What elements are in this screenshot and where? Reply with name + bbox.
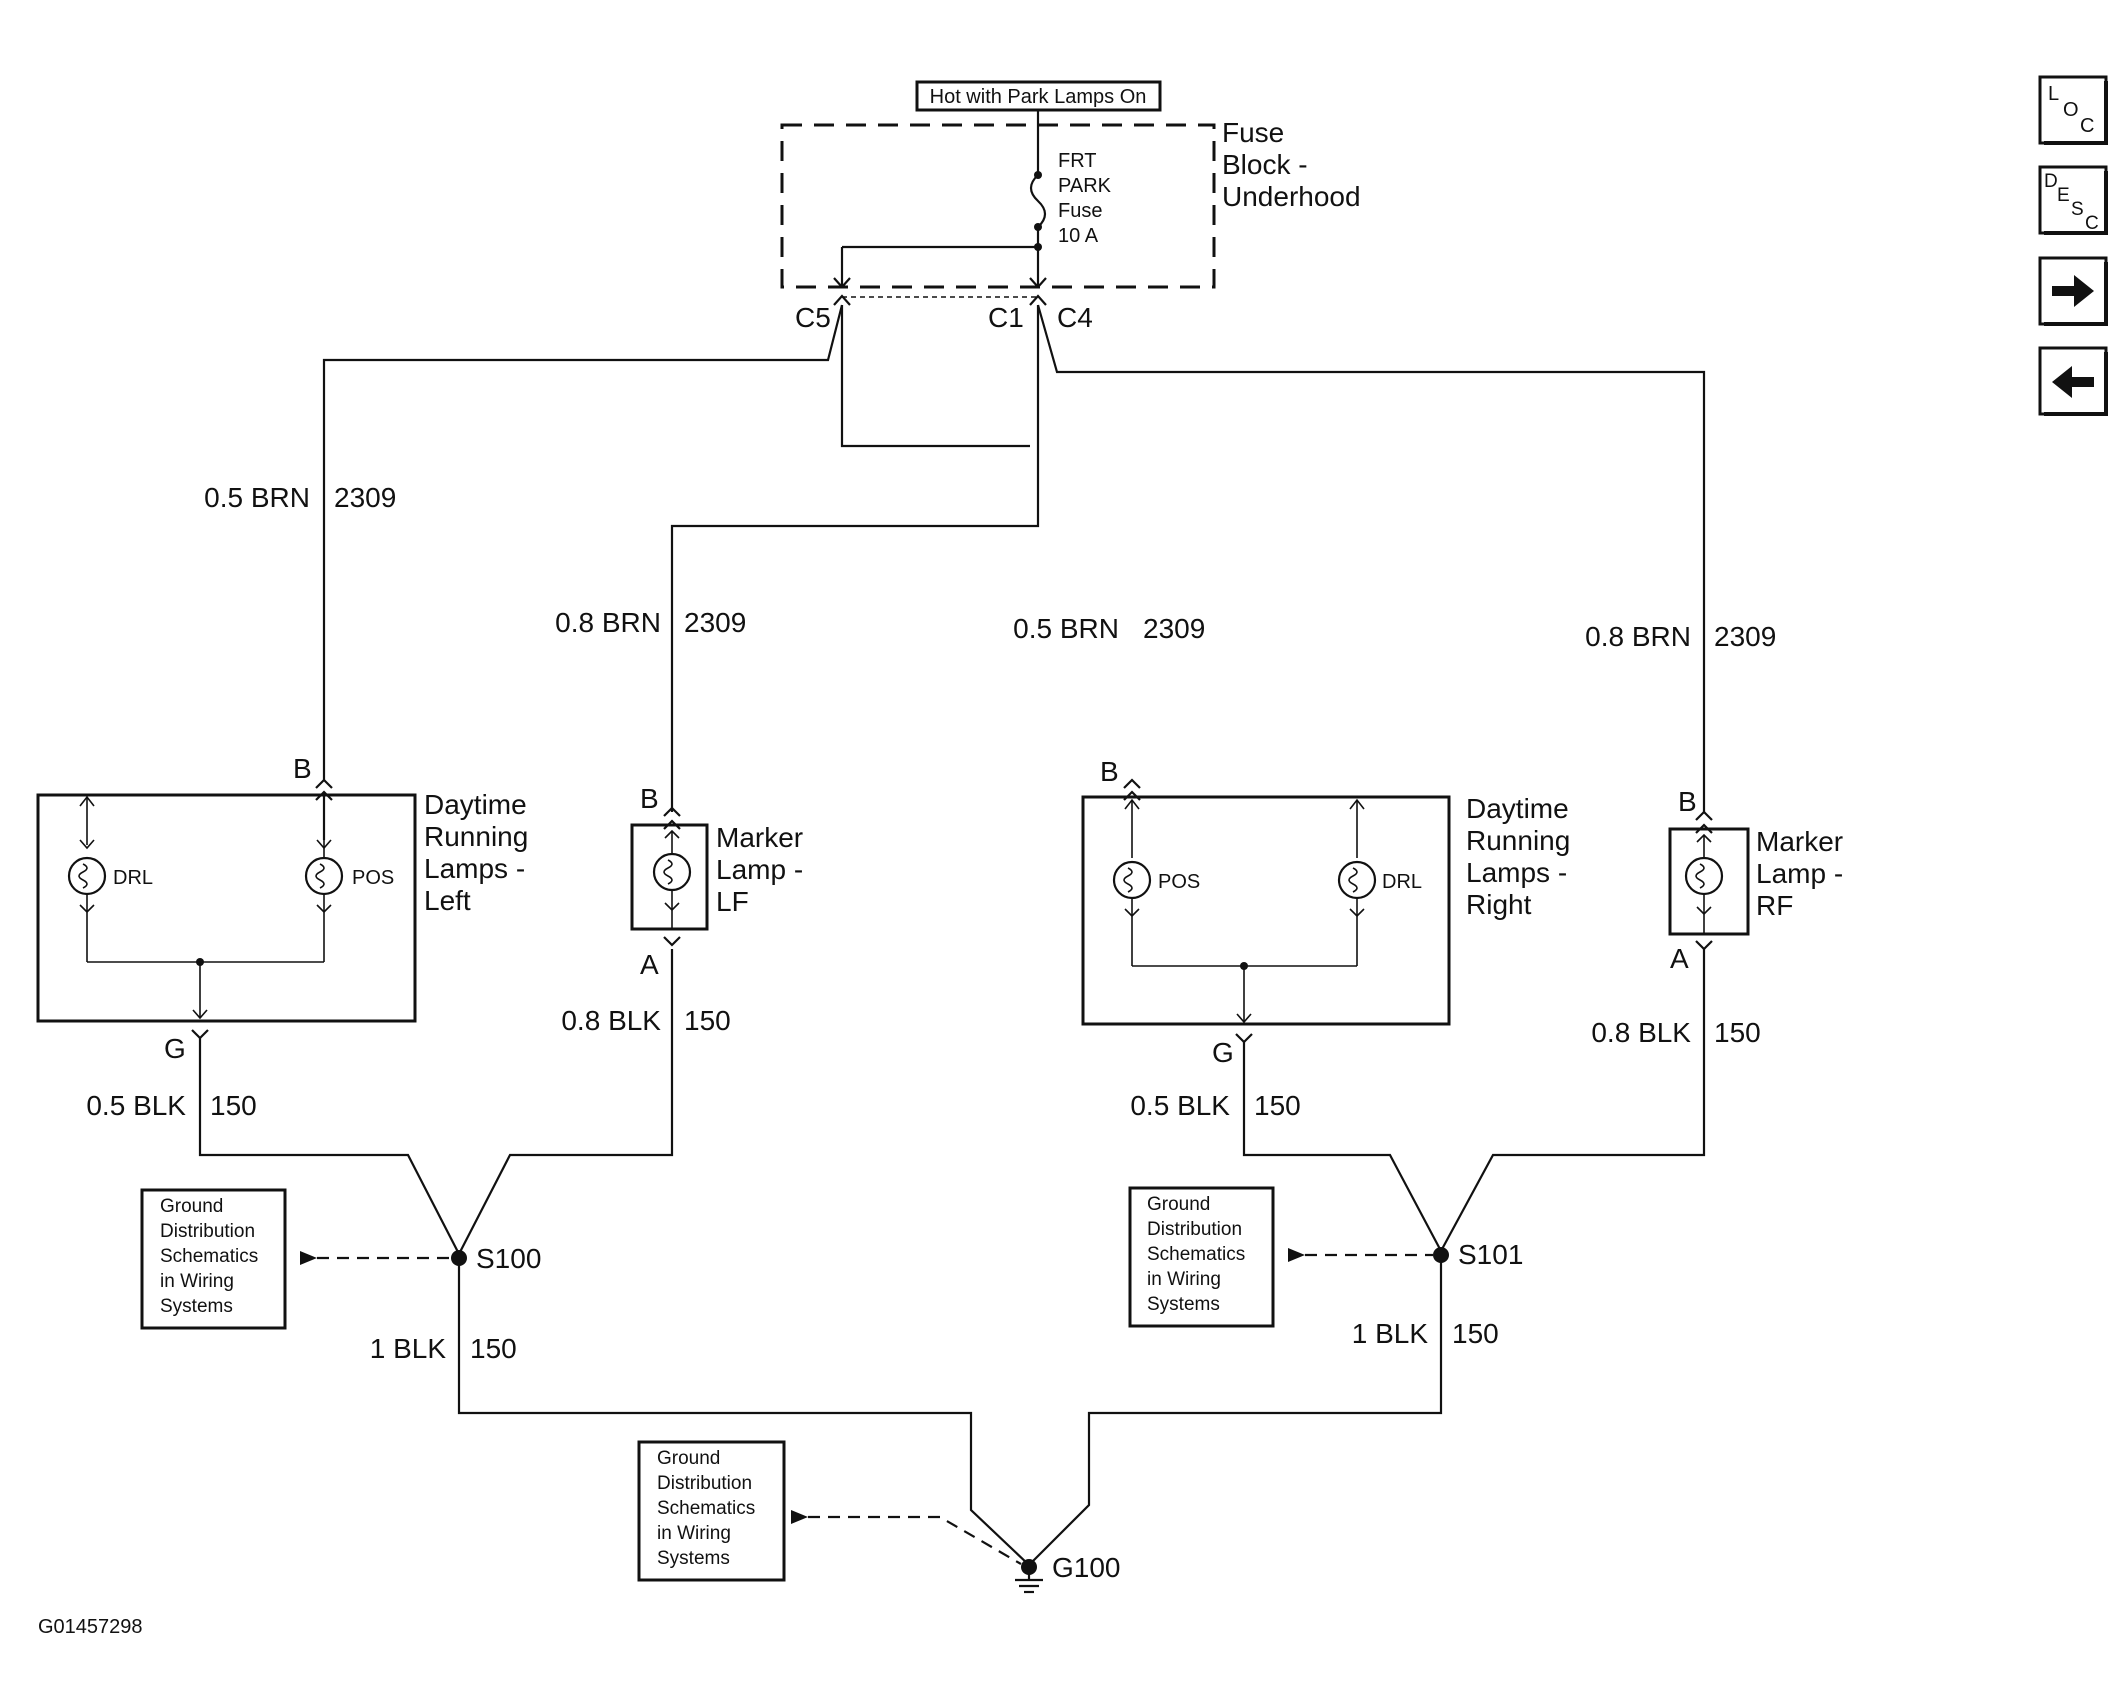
marker-rf-box bbox=[1668, 827, 1750, 936]
wire-label: 0.5 BLK bbox=[86, 1090, 186, 1121]
pin-g: G bbox=[1212, 1037, 1234, 1068]
connector-c1: C1 bbox=[988, 302, 1024, 333]
wire-2309-marker-lf bbox=[670, 305, 1040, 812]
bulb-drl-icon bbox=[67, 856, 107, 896]
wire-label: 0.8 BRN bbox=[1585, 621, 1691, 652]
wire-150-s101-g100 bbox=[1028, 1259, 1443, 1566]
splice-s100-label: S100 bbox=[476, 1243, 541, 1274]
bulb-pos-label: POS bbox=[1158, 871, 1200, 893]
svg-text:E: E bbox=[2057, 185, 2070, 206]
drl-left-box bbox=[36, 793, 417, 1023]
forward-button[interactable] bbox=[2038, 256, 2108, 326]
wire-2309-drl-right bbox=[840, 305, 1030, 448]
wire-150-marker-rf bbox=[1440, 949, 1706, 1252]
wire-number: 2309 bbox=[1143, 613, 1205, 644]
fuse-block-outline bbox=[780, 123, 1216, 289]
wire-label: 0.5 BRN bbox=[204, 482, 310, 513]
drl-right-label: Daytime Running Lamps - Right bbox=[1466, 793, 1578, 920]
svg-text:Ground Distribution: Ground Distribution Schematics in Wiring… bbox=[1147, 1194, 1250, 1315]
wire-number: 150 bbox=[1452, 1318, 1499, 1349]
pin-b: B bbox=[1100, 756, 1119, 787]
ground-ref-right[interactable]: Ground Distribution Schematics in Wiring… bbox=[1128, 1186, 1275, 1328]
wire-number: 150 bbox=[684, 1005, 731, 1036]
bulb-marker-rf-icon bbox=[1684, 856, 1724, 896]
left-arrow-icon bbox=[2052, 366, 2094, 398]
bulb-marker-lf-icon bbox=[652, 852, 692, 892]
splice-s100 bbox=[451, 1250, 467, 1266]
wire-number: 150 bbox=[210, 1090, 257, 1121]
wire-number: 2309 bbox=[334, 482, 396, 513]
connector-c4: C4 bbox=[1057, 302, 1093, 333]
svg-text:C: C bbox=[2080, 115, 2094, 137]
svg-text:S: S bbox=[2071, 199, 2084, 220]
ground-g100-label: G100 bbox=[1052, 1552, 1121, 1583]
bulb-drl-label: DRL bbox=[1382, 871, 1422, 893]
wire-2309-drl-left bbox=[322, 304, 844, 780]
desc-button[interactable]: D E S C bbox=[2038, 165, 2108, 235]
pin-a: A bbox=[640, 949, 659, 980]
marker-rf-label: Marker Lamp - RF bbox=[1756, 826, 1851, 921]
right-arrow-icon bbox=[2052, 275, 2094, 307]
svg-text:D: D bbox=[2044, 171, 2058, 192]
wire-number: 150 bbox=[470, 1333, 517, 1364]
ground-ref-left[interactable]: Ground Distribution Schematics in Wiring… bbox=[140, 1188, 287, 1330]
wire-number: 2309 bbox=[684, 607, 746, 638]
pin-b: B bbox=[1678, 786, 1697, 817]
fuse-icon bbox=[1029, 174, 1047, 228]
svg-text:O: O bbox=[2063, 99, 2079, 121]
wire-number: 2309 bbox=[1714, 621, 1776, 652]
svg-text:L: L bbox=[2048, 83, 2059, 105]
wire-number: 150 bbox=[1254, 1090, 1301, 1121]
splice-s101 bbox=[1433, 1247, 1449, 1263]
drl-right-bulbs: POS DRL bbox=[1112, 798, 1422, 1024]
svg-text:Ground Distribution: Ground Distribution Schematics in Wiring… bbox=[657, 1448, 760, 1569]
connector-c5: C5 bbox=[795, 302, 831, 333]
loc-button[interactable]: L O C bbox=[2038, 75, 2108, 145]
wire-label: 0.8 BLK bbox=[561, 1005, 661, 1036]
drl-left-bulbs: DRL POS bbox=[67, 795, 394, 1020]
wire-150-s100-g100 bbox=[457, 1262, 1030, 1566]
ground-symbol-icon bbox=[1015, 1567, 1043, 1594]
pin-g: G bbox=[164, 1033, 186, 1064]
ground-ref-bottom[interactable]: Ground Distribution Schematics in Wiring… bbox=[637, 1440, 786, 1582]
bulb-pos-label: POS bbox=[352, 867, 394, 889]
wire-150-drl-left bbox=[198, 1038, 460, 1255]
drl-right-box bbox=[1081, 795, 1451, 1026]
svg-text:C: C bbox=[2085, 213, 2099, 234]
pin-b: B bbox=[293, 753, 312, 784]
bulb-drl-icon bbox=[1337, 860, 1377, 900]
hot-label: Hot with Park Lamps On bbox=[930, 86, 1147, 108]
wire-number: 150 bbox=[1714, 1017, 1761, 1048]
fuse-label: FRT PARK Fuse 10 A bbox=[1058, 150, 1117, 247]
wire-label: 1 BLK bbox=[1352, 1318, 1429, 1349]
svg-text:Ground Distribution: Ground Distribution Schematics in Wiring… bbox=[160, 1196, 263, 1317]
back-button[interactable] bbox=[2038, 346, 2108, 416]
bulb-pos-icon bbox=[1112, 860, 1152, 900]
drl-left-label: Daytime Running Lamps - Left bbox=[424, 789, 536, 916]
fuse-block-label: Fuse Block - Underhood bbox=[1222, 117, 1361, 212]
pin-a: A bbox=[1670, 943, 1689, 974]
wire-label: 1 BLK bbox=[370, 1333, 447, 1364]
wire-150-drl-right bbox=[1242, 1042, 1442, 1252]
wire-label: 0.8 BRN bbox=[555, 607, 661, 638]
wire-label: 0.5 BRN bbox=[1013, 613, 1119, 644]
wire-150-marker-lf bbox=[458, 949, 674, 1255]
wire-2309-marker-rf bbox=[1036, 304, 1706, 812]
bulb-drl-label: DRL bbox=[113, 867, 153, 889]
figure-id: G01457298 bbox=[38, 1616, 143, 1638]
splice-s101-label: S101 bbox=[1458, 1239, 1523, 1270]
wire-label: 0.8 BLK bbox=[1591, 1017, 1691, 1048]
marker-lf-label: Marker Lamp - LF bbox=[716, 822, 811, 917]
wire-label: 0.5 BLK bbox=[1130, 1090, 1230, 1121]
bulb-pos-icon bbox=[304, 856, 344, 896]
pin-b: B bbox=[640, 783, 659, 814]
